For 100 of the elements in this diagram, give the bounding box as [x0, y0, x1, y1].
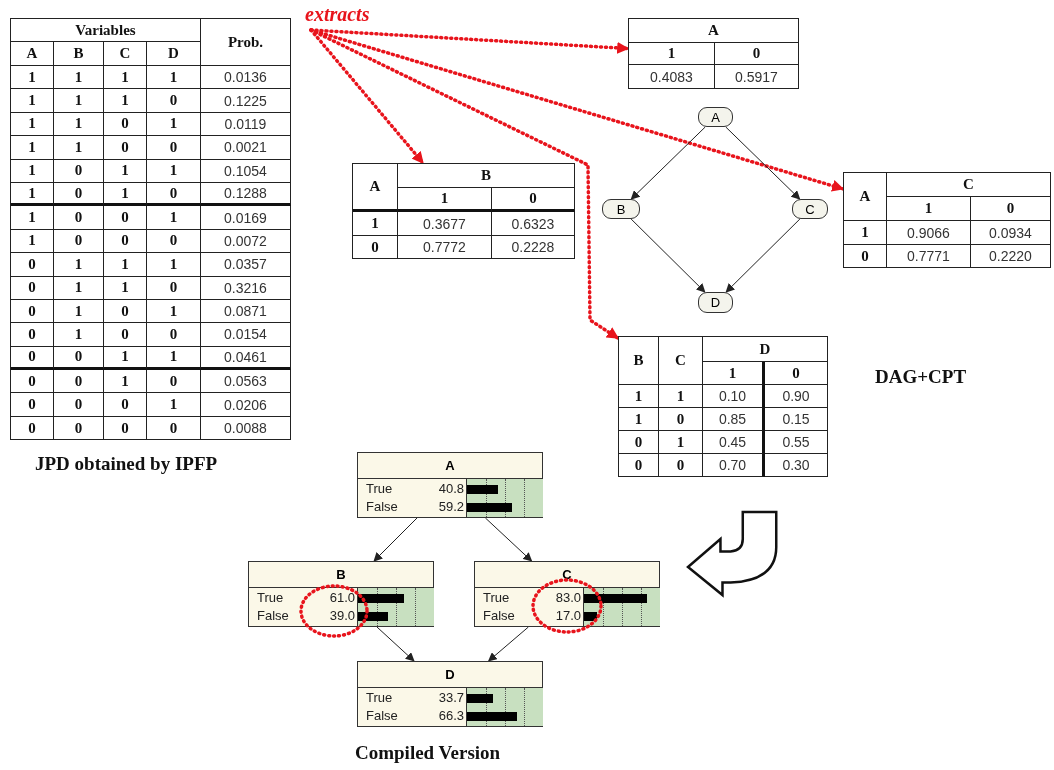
header-cell: 0 [11, 276, 54, 300]
header-cell: 1 [11, 206, 54, 230]
value-cell: 0.30 [765, 454, 828, 477]
header-cell: Variables [11, 19, 201, 42]
header-cell: 1 [147, 66, 201, 90]
value-cell: 0.7772 [398, 236, 492, 259]
state-label: False [483, 608, 515, 623]
header-cell: 1 [147, 299, 201, 324]
probability-value: 17.0 [554, 608, 581, 623]
header-cell: 1 [147, 206, 201, 230]
header-cell: 0 [11, 393, 54, 417]
header-cell: 1 [54, 299, 104, 324]
belief-node [474, 561, 660, 627]
header-cell: 0 [54, 393, 104, 417]
value-cell: 0.10 [703, 385, 765, 408]
header-cell: 0 [147, 416, 201, 441]
header-cell: 1 [104, 182, 147, 207]
value-cell: 0.3216 [201, 276, 291, 300]
value-cell: 0.90 [765, 385, 828, 408]
value-cell: 0.4083 [629, 65, 715, 89]
header-cell: 0 [104, 229, 147, 254]
header-cell: 1 [54, 89, 104, 113]
value-cell: 0.0934 [971, 221, 1051, 245]
header-cell: 0 [619, 454, 659, 477]
header-cell: 0 [54, 416, 104, 441]
header-cell: 0 [54, 182, 104, 207]
variable-node: A [698, 107, 733, 127]
header-cell: A [353, 164, 398, 212]
header-cell: 0 [147, 89, 201, 113]
header-cell: 0 [619, 431, 659, 454]
header-cell: 1 [147, 346, 201, 371]
arrow [376, 626, 415, 662]
header-cell: 1 [104, 276, 147, 300]
header-cell: 0 [147, 323, 201, 347]
header-cell: 0 [104, 136, 147, 160]
header-cell: 1 [54, 66, 104, 90]
header-cell: 0 [54, 206, 104, 230]
header-cell: 0 [54, 346, 104, 371]
header-cell: 1 [104, 66, 147, 90]
header-cell: 0 [54, 229, 104, 254]
probability-value: 83.0 [554, 590, 581, 605]
arrow [309, 28, 620, 340]
probability-table [628, 18, 799, 89]
header-cell: 1 [54, 323, 104, 347]
header-cell: A [11, 42, 54, 66]
header-cell: 1 [54, 136, 104, 160]
header-cell: 1 [147, 393, 201, 417]
header-cell: Prob. [201, 19, 291, 66]
probability-value: 39.0 [328, 608, 355, 623]
header-cell: 1 [54, 112, 104, 137]
header-cell: 1 [659, 385, 703, 408]
header-cell: 1 [104, 346, 147, 371]
value-cell: 0.7771 [887, 245, 971, 268]
header-cell: 0 [11, 253, 54, 277]
header-cell: 1 [147, 112, 201, 137]
header-cell: 0 [11, 416, 54, 441]
header-cell: D [147, 42, 201, 66]
header-cell: 0 [54, 159, 104, 183]
header-cell: 1 [11, 136, 54, 160]
header-cell: 1 [353, 212, 398, 236]
value-cell: 0.2228 [492, 236, 575, 259]
caption: Compiled Version [355, 742, 501, 764]
value-cell: 0.0021 [201, 136, 291, 160]
probability-value: 61.0 [328, 590, 355, 605]
value-cell: 0.0206 [201, 393, 291, 417]
header-cell: 0 [147, 276, 201, 300]
header-cell: 0 [971, 197, 1051, 221]
probability-value: 59.2 [437, 499, 464, 514]
probability-table [352, 163, 575, 259]
header-cell: 1 [11, 229, 54, 254]
value-cell: 0.6323 [492, 212, 575, 236]
value-cell: 0.15 [765, 408, 828, 431]
header-cell: 1 [703, 362, 765, 385]
arrow [630, 126, 706, 200]
header-cell: 1 [104, 159, 147, 183]
belief-node [248, 561, 434, 627]
value-cell: 0.1054 [201, 159, 291, 183]
arrow [484, 517, 533, 562]
state-label: True [366, 690, 393, 705]
annotation-text: extracts [305, 3, 370, 26]
value-cell: 0.0088 [201, 416, 291, 441]
state-label: True [366, 481, 393, 496]
value-cell: 0.1225 [201, 89, 291, 113]
arrow [725, 218, 801, 293]
header-cell: A [844, 173, 887, 221]
block-arrow [686, 510, 778, 597]
header-cell: 0 [659, 408, 703, 431]
probability-table [618, 336, 828, 477]
header-cell: 0 [765, 362, 828, 385]
arrow [373, 517, 418, 562]
header-cell: 0 [104, 323, 147, 347]
value-cell: 0.0871 [201, 299, 291, 324]
value-cell: 0.0072 [201, 229, 291, 254]
header-cell: 0 [147, 370, 201, 394]
header-cell: 1 [104, 89, 147, 113]
header-cell: C [104, 42, 147, 66]
header-cell: 1 [619, 385, 659, 408]
value-cell: 0.3677 [398, 212, 492, 236]
probability-value: 66.3 [437, 708, 464, 723]
value-cell: 0.0136 [201, 66, 291, 90]
